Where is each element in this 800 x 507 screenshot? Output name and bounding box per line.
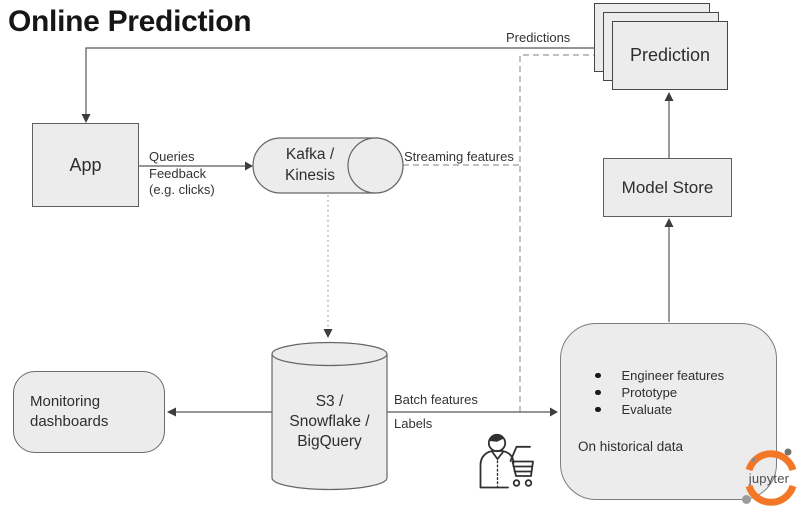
node-app-label: App [69,154,102,175]
edge-label-eg-clicks: (e.g. clicks) [149,182,215,197]
person-shopper-icon [479,433,534,489]
edge-modelstore-to-prediction [664,92,674,158]
bullet-icon [595,406,601,413]
arrowhead-into-devbox [550,407,558,417]
node-model-store-label: Model Store [621,177,714,197]
warehouse-label-line3: BigQuery [297,433,362,450]
edge-label-batch-features: Batch features [394,392,478,407]
arrowhead-into-prediction-stack [664,92,674,101]
edge-warehouse-to-monitoring [167,407,272,417]
edge-label-streaming-features: Streaming features [404,149,514,164]
bullet-label: Engineer features [621,368,725,383]
arrowhead-into-app [81,114,91,123]
monitoring-label-line1: Monitoring [30,393,101,410]
bullet-icon [595,372,601,379]
bullet-label: Evaluate [621,402,673,417]
hair-shape [489,434,505,442]
node-prediction-label: Prediction [629,45,711,65]
shopping-cart-icon [509,445,534,487]
arrowhead-into-warehouse [323,329,333,338]
kafka-label-line1: Kafka / [285,146,335,163]
edge-label-predictions: Predictions [506,30,571,45]
edge-devbox-to-modelstore [664,218,674,322]
bullet-label: Prototype [621,385,678,400]
list-item: Evaluate [585,401,724,418]
node-model-store: Model Store [603,158,732,217]
page-title: Online Prediction [8,5,252,38]
node-warehouse-label: S3 / Snowflake / BigQuery [272,392,387,452]
edge-batch-features [387,407,558,417]
cylinder-end-cap [347,137,404,194]
jupyter-dot-small [751,458,756,462]
node-warehouse-shape [271,341,388,491]
edge-queries [139,161,253,171]
jupyter-logo-icon [742,448,797,506]
bullet-icon [595,389,601,396]
kafka-label-line2: Kinesis [285,167,335,184]
dev-environment-note: On historical data [578,439,684,454]
arrowhead-into-monitoring [167,407,176,417]
edge-label-labels: Labels [394,416,433,431]
edge-label-feedback: Feedback [149,166,207,181]
monitoring-label-line2: dashboards [30,413,109,430]
jupyter-dot-top [784,448,792,456]
jupyter-dot-bottom [742,495,751,504]
list-item: Engineer features [585,367,724,384]
edge-label-queries: Queries [149,149,195,164]
warehouse-label-line1: S3 / [315,393,344,410]
list-item: Prototype [585,384,724,401]
dev-environment-bullet-list: Engineer features Prototype Evaluate [585,367,724,418]
node-kafka-label: Kafka / Kinesis [258,144,362,186]
warehouse-label-line2: Snowflake / [289,413,370,430]
arrowhead-into-kafka [245,161,253,171]
node-app: App [32,123,139,207]
arrowhead-into-modelstore [664,218,674,227]
node-monitoring-dashboards: Monitoring dashboards [13,371,165,453]
jupyter-wordmark: jupyter [748,471,790,486]
cylinder-top [271,341,388,367]
node-kafka-shape [252,137,404,194]
edge-kafka-to-warehouse [323,195,333,338]
edge-predictions [81,47,595,123]
node-prediction: Prediction [612,21,728,90]
